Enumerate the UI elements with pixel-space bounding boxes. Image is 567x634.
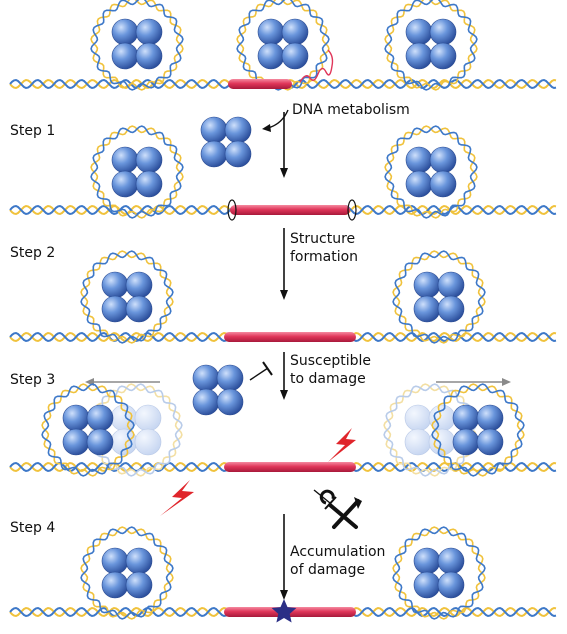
strand-clamp-icon: [347, 199, 357, 221]
step-1-label: Step 1: [10, 123, 55, 139]
histone-octamer-icon: [413, 547, 465, 599]
lightning-bolt-icon: [160, 480, 194, 516]
damage-star-icon: [271, 599, 297, 623]
nucleosome-icon: [384, 125, 478, 219]
nucleosome-icon: [90, 0, 184, 91]
dna-metabolism-label: DNA metabolism: [292, 102, 410, 118]
curved-arrow-icon: [267, 109, 289, 129]
histone-octamer-icon: [111, 146, 163, 198]
structure-formation-line1: Structure: [290, 231, 355, 247]
histone-octamer-icon: [101, 547, 153, 599]
accumulation-line1: Accumulation: [290, 544, 385, 560]
arrowhead-icon: [280, 590, 288, 600]
nucleosome-icon: [41, 383, 135, 477]
dna-structure-icon: [224, 332, 356, 342]
detached-histone-octamer-icon: [192, 364, 244, 416]
histone-octamer-icon: [452, 404, 504, 456]
histone-octamer-icon: [110, 404, 162, 456]
nucleosome-icon: [90, 125, 184, 219]
nucleosome-icon: [236, 0, 330, 91]
step-3-label: Step 3: [10, 372, 55, 388]
arrowhead-icon: [280, 390, 288, 400]
arrowhead-icon: [262, 124, 271, 132]
histone-octamer-icon: [405, 146, 457, 198]
nucleosome-icon: [392, 526, 486, 620]
histone-octamer-icon: [405, 18, 457, 70]
step-4-label: Step 4: [10, 520, 55, 536]
step-2-label: Step 2: [10, 245, 55, 261]
nucleosome-icon: [431, 383, 525, 477]
susceptible-line1: Susceptible: [290, 353, 371, 369]
histone-octamer-icon: [101, 271, 153, 323]
nucleosome-icon: [392, 250, 486, 344]
dna-structure-icon: [224, 462, 356, 472]
histone-octamer-icon: [111, 18, 163, 70]
histone-octamer-icon: [62, 404, 114, 456]
susceptible-line2: to damage: [290, 371, 366, 387]
nucleosome-icon: [80, 250, 174, 344]
dna-structure-icon: [230, 205, 350, 215]
faint-nucleosome-icon: [383, 383, 477, 477]
dna-structure-icon: [228, 79, 292, 89]
accumulation-line2: of damage: [290, 562, 365, 578]
strand-clamp-icon: [227, 199, 237, 221]
detached-histone-octamer-icon: [200, 116, 252, 168]
arrowhead-icon: [280, 168, 288, 178]
histone-octamer-icon: [257, 18, 309, 70]
inhibition-bar-icon: [262, 361, 273, 376]
histone-octamer-icon: [413, 271, 465, 323]
structure-formation-line2: formation: [290, 249, 358, 265]
arrowhead-icon: [280, 290, 288, 300]
inhibition-line-icon: [249, 367, 269, 381]
dynamic-layer: [9, 0, 557, 623]
nucleosome-icon: [384, 0, 478, 91]
histone-octamer-icon: [404, 404, 456, 456]
arrowhead-icon: [502, 378, 511, 386]
unwinding-coil-icon: [299, 49, 334, 83]
faint-nucleosome-icon: [89, 383, 183, 477]
lightning-bolt-icon: [328, 428, 356, 462]
nucleosome-icon: [80, 526, 174, 620]
repair-wrench-icon: [319, 489, 362, 529]
